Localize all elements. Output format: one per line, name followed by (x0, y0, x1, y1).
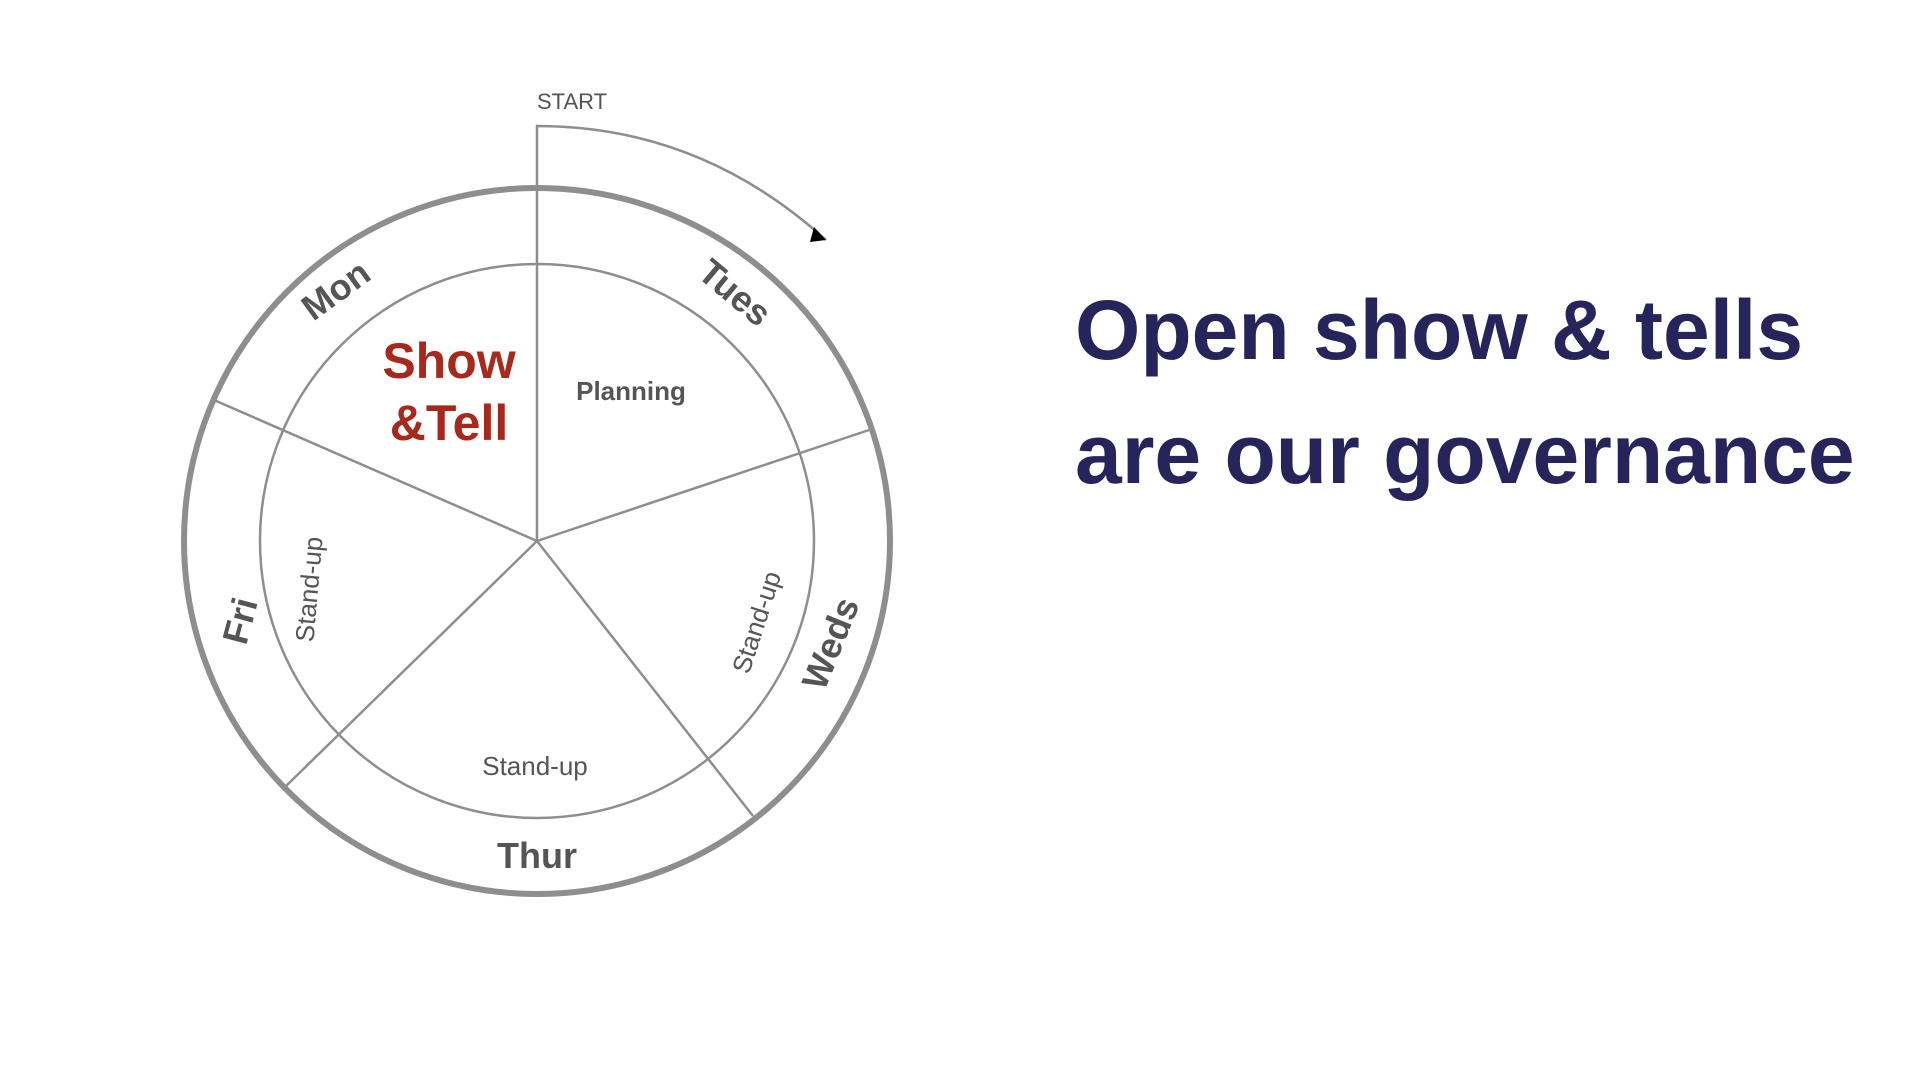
headline: Open show & tells are our governance (1075, 268, 1895, 516)
standup-label-thur: Stand-up (482, 751, 588, 781)
show-tell-label-line2: &Tell (390, 395, 509, 451)
day-label-mon: Mon (294, 252, 378, 329)
divider-fri-mon (213, 398, 538, 543)
start-arrow (535, 124, 827, 241)
divider-tues-weds (536, 428, 870, 543)
day-label-thur: Thur (497, 835, 577, 876)
day-label-weds: Weds (794, 591, 868, 695)
planning-label: Planning (576, 376, 686, 406)
day-label-tues: Tues (691, 251, 780, 335)
standup-label-weds: Stand-up (726, 567, 787, 677)
standup-label-fri: Stand-up (289, 535, 328, 643)
start-label: START (537, 89, 607, 114)
divider-weds-thur (536, 540, 754, 817)
show-tell-label-line1: Show (382, 333, 515, 389)
headline-line-2: are our governance (1075, 407, 1855, 501)
headline-line-1: Open show & tells (1075, 283, 1804, 377)
divider-thur-fri (284, 540, 538, 788)
day-label-fri: Fri (214, 593, 266, 648)
start-arrow-head-icon (810, 227, 826, 242)
